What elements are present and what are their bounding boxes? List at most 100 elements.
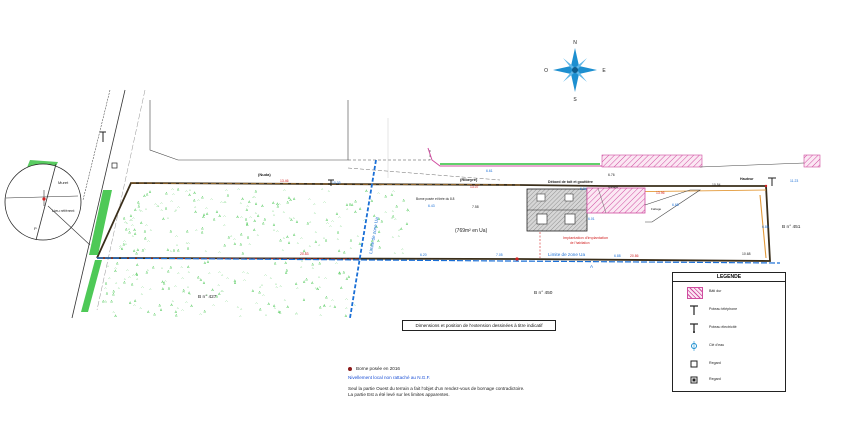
- vegetation-mark: ∆: [325, 296, 328, 300]
- vegetation-mark: ∆: [246, 221, 249, 225]
- vegetation-mark: ∆: [396, 205, 399, 209]
- vegetation-mark: ∆: [338, 271, 341, 275]
- vegetation-mark: ∴: [141, 285, 143, 289]
- vegetation-mark: ∆: [170, 230, 173, 234]
- note-line1: Seul la partie Ouest du terrain a fait l…: [348, 386, 525, 391]
- vegetation-mark: ∴: [223, 224, 225, 228]
- vegetation-mark: ∆: [319, 305, 322, 309]
- vegetation-mark: ∆: [123, 281, 126, 285]
- vegetation-mark: ∴: [182, 277, 184, 281]
- legend-item: Bâti dur: [673, 285, 785, 299]
- vegetation-mark: ∆: [234, 281, 237, 285]
- vegetation-mark: ∴: [357, 235, 359, 239]
- vegetation-mark: ∆: [245, 218, 248, 222]
- legend-title: LEGENDE: [673, 273, 785, 282]
- svg-text:6.88: 6.88: [614, 254, 621, 258]
- vegetation-mark: ∆: [204, 261, 207, 265]
- vegetation-mark: ∴: [143, 247, 145, 251]
- vegetation-mark: ∴: [157, 204, 159, 208]
- vegetation-mark: ∆: [286, 268, 289, 272]
- vegetation-mark: ∴: [300, 236, 302, 240]
- legend-box: LEGENDE Bâti dur Poteau téléphone Poteau…: [672, 272, 786, 392]
- vegetation-mark: ∆: [152, 266, 155, 270]
- vegetation-mark: ∆: [234, 279, 237, 283]
- vegetation-mark: ∆: [125, 227, 128, 231]
- vegetation-mark: ∴: [188, 270, 190, 274]
- vegetation-mark: ∴: [115, 282, 117, 286]
- vegetation-mark: ∴: [124, 220, 126, 224]
- vegetation-mark: ∴: [320, 313, 322, 317]
- vegetation-mark: ∴: [119, 244, 121, 248]
- vegetation-mark: ∴: [250, 216, 252, 220]
- vegetation-mark: ∆: [144, 237, 147, 241]
- svg-text:10.03: 10.03: [332, 181, 341, 185]
- vegetation-mark: ∆: [146, 192, 149, 196]
- vegetation-mark: ∴: [247, 204, 249, 208]
- vegetation-mark: ∴: [296, 286, 298, 290]
- vegetation-mark: ∴: [318, 275, 320, 279]
- vegetation-mark: ∆: [216, 294, 219, 298]
- vegetation-mark: ∴: [172, 299, 174, 303]
- vegetation-mark: ∴: [205, 206, 207, 210]
- vegetation-mark: ∴: [315, 231, 317, 235]
- vegetation-mark: ∴: [185, 300, 187, 304]
- vegetation-area: ∆∴∆∆∴∆∴∴∆∴∆∴∴∴∆∴∆∴∆∆∴∆∆∆∆∴∆∴∆∆∴∆∆∆∆∆∆∆∆∴…: [102, 187, 409, 318]
- vegetation-mark: ∴: [225, 188, 227, 192]
- north-buildings: [427, 147, 821, 168]
- svg-text:13.46: 13.46: [280, 179, 289, 183]
- vegetation-mark: ∆: [252, 289, 255, 293]
- vegetation-mark: ∴: [189, 293, 191, 297]
- vegetation-mark: ∴: [140, 209, 142, 213]
- vegetation-mark: ∆: [286, 235, 289, 239]
- vegetation-mark: ∆: [403, 199, 406, 203]
- vegetation-mark: ∆: [303, 298, 306, 302]
- manhole-double-icon: [690, 376, 698, 384]
- vegetation-mark: ∆: [351, 203, 354, 207]
- vegetation-mark: ∴: [218, 250, 220, 254]
- vegetation-mark: ∴: [149, 288, 151, 292]
- vegetation-mark: ∆: [242, 252, 245, 256]
- vegetation-mark: ∴: [274, 307, 276, 311]
- vegetation-mark: ∴: [243, 278, 245, 282]
- vegetation-mark: ∆: [121, 247, 124, 251]
- vegetation-mark: ∆: [191, 304, 194, 308]
- vegetation-mark: ∆: [407, 208, 410, 212]
- vegetation-mark: ∴: [225, 300, 227, 304]
- vegetation-mark: ∴: [278, 202, 280, 206]
- svg-text:6.68: 6.68: [672, 203, 679, 207]
- vegetation-mark: ∴: [221, 289, 223, 293]
- vegetation-mark: ∴: [289, 217, 291, 221]
- vegetation-mark: ∆: [345, 314, 348, 318]
- vegetation-mark: ∴: [370, 247, 372, 251]
- vegetation-mark: ∆: [162, 287, 165, 291]
- vegetation-mark: ∆: [288, 196, 291, 200]
- vegetation-mark: ∆: [167, 248, 170, 252]
- vegetation-mark: ∆: [296, 220, 299, 224]
- vegetation-mark: ∆: [116, 262, 119, 266]
- vegetation-mark: ∴: [123, 240, 125, 244]
- svg-text:6.61: 6.61: [486, 169, 493, 173]
- vegetation-mark: ∴: [218, 284, 220, 288]
- vegetation-mark: ∴: [132, 274, 134, 278]
- vegetation-mark: ∴: [301, 259, 303, 263]
- vegetation-mark: ∆: [253, 228, 256, 232]
- compass-n: N: [573, 40, 577, 46]
- vegetation-mark: ∴: [270, 276, 272, 280]
- vegetation-mark: ∴: [174, 285, 176, 289]
- north-parcel-outline: [149, 100, 501, 181]
- label-faitage: Faîtage: [651, 207, 662, 211]
- vegetation-mark: ∆: [359, 242, 362, 246]
- vegetation-mark: ∴: [155, 202, 157, 206]
- vegetation-mark: ∴: [326, 221, 328, 225]
- vegetation-mark: ∴: [221, 274, 223, 278]
- vegetation-mark: ∆: [255, 202, 258, 206]
- vegetation-mark: ∴: [394, 217, 396, 221]
- vegetation-mark: ∴: [257, 233, 259, 237]
- vegetation-mark: ∴: [392, 235, 394, 239]
- vegetation-mark: ∆: [246, 223, 249, 227]
- vegetation-mark: ∴: [200, 312, 202, 316]
- vegetation-mark: ∴: [335, 261, 337, 265]
- vegetation-mark: ∆: [144, 230, 147, 234]
- vegetation-mark: ∴: [128, 227, 130, 231]
- vegetation-mark: ∆: [290, 198, 293, 202]
